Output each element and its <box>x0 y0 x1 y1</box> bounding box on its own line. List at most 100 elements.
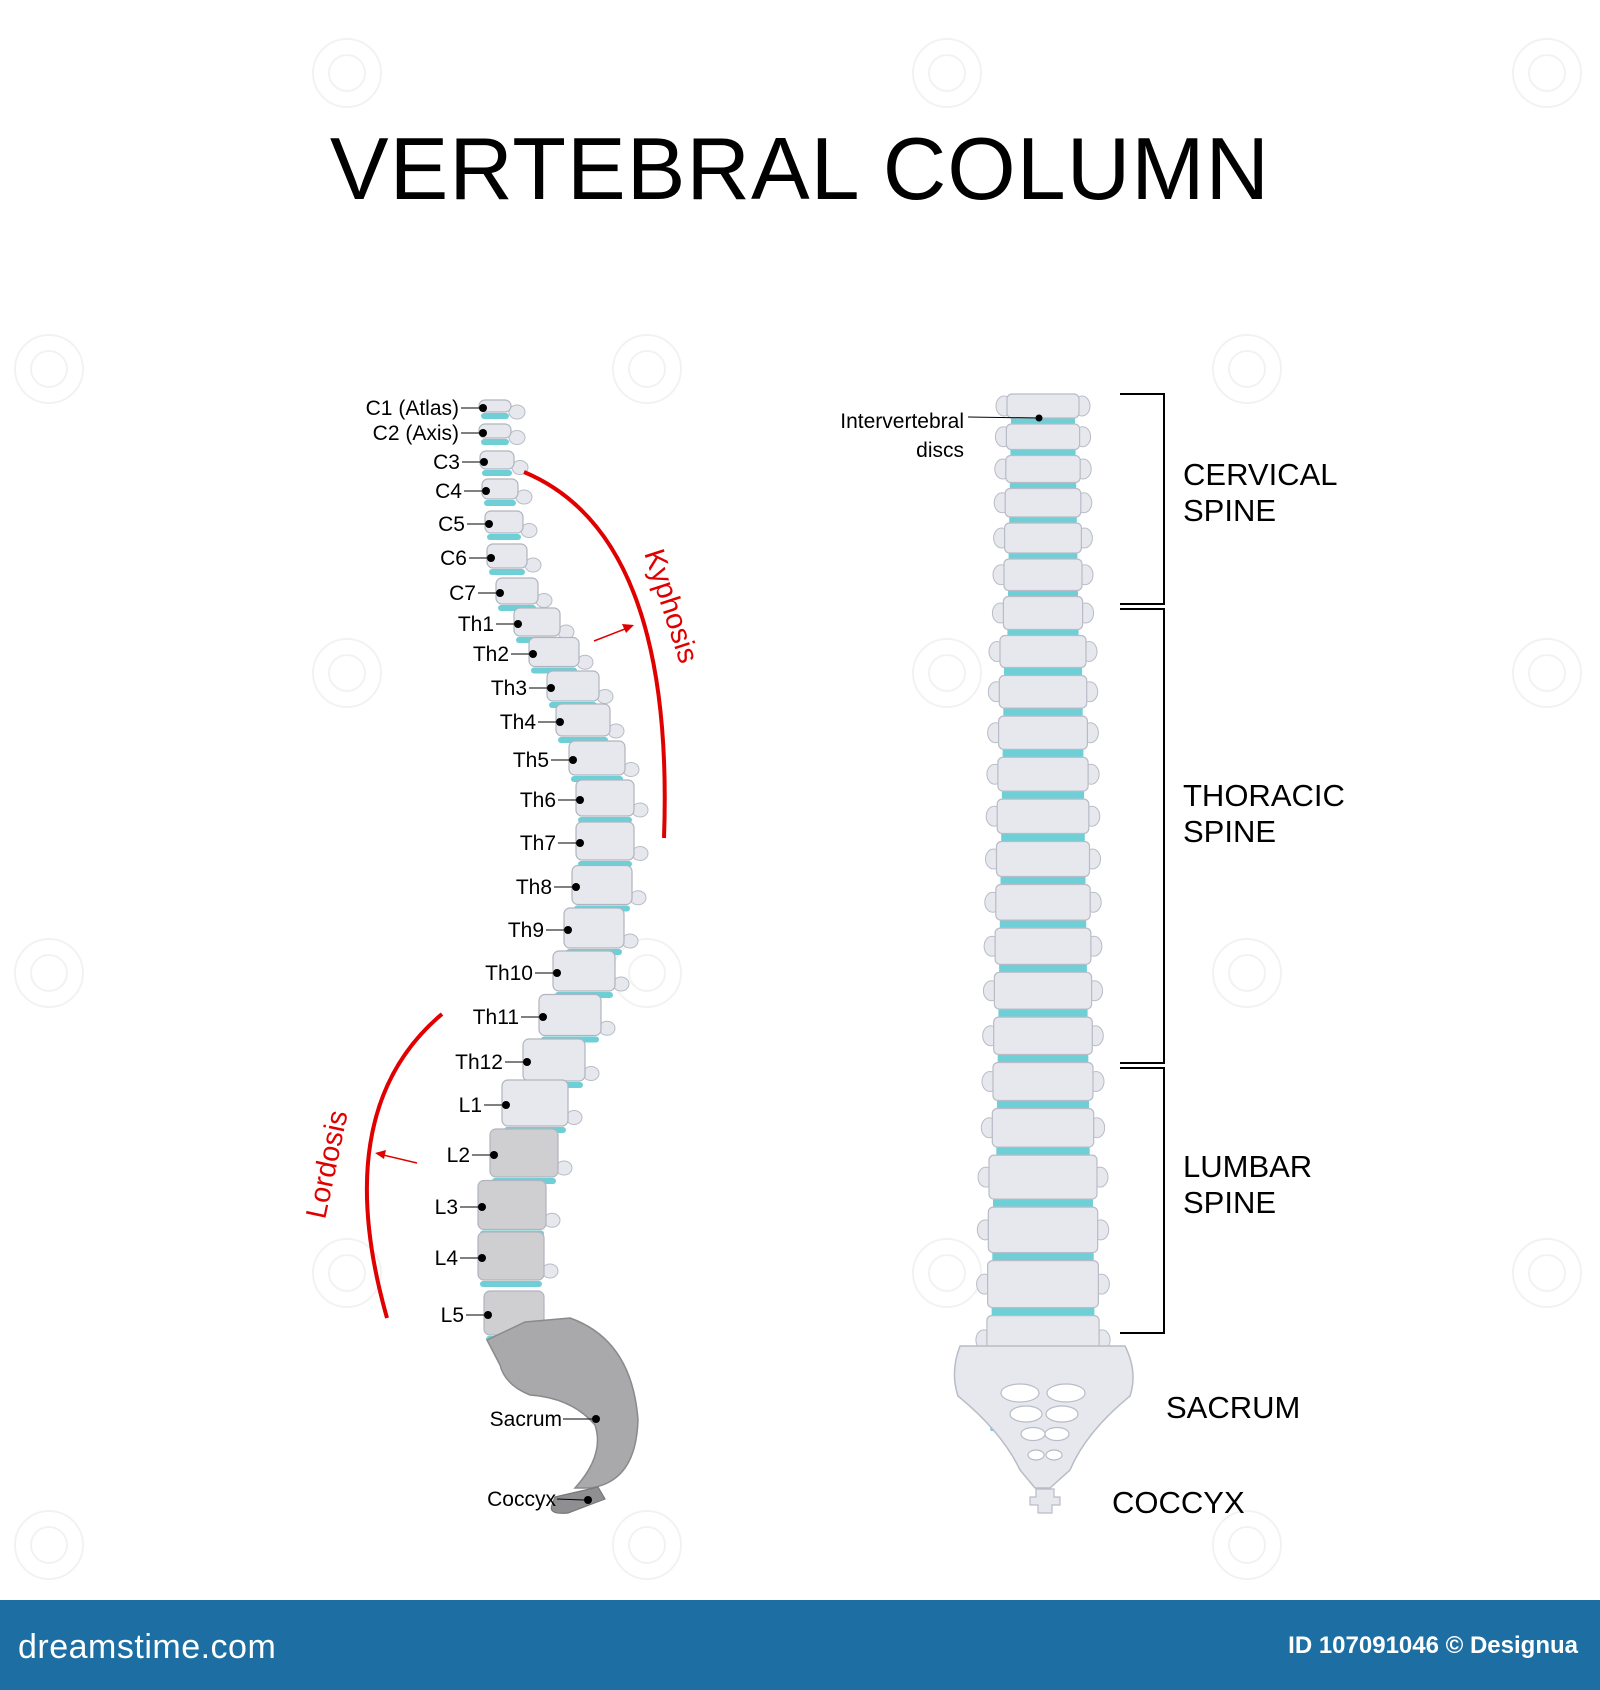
vertebra-label: C3 <box>433 451 460 474</box>
vertebra-marker <box>514 620 522 628</box>
sacral-foramen <box>1009 1405 1043 1423</box>
watermark-icon <box>912 1238 982 1308</box>
vertebra-body <box>568 740 626 776</box>
front-intervertebral-disc <box>1009 516 1077 524</box>
watermark-icon <box>1212 938 1282 1008</box>
vertebra-label: Th1 <box>458 613 494 636</box>
vertebra-label: C4 <box>435 480 462 503</box>
footer-brand[interactable]: dreamstime.com <box>18 1628 277 1666</box>
vertebra-marker <box>523 1058 531 1066</box>
intervertebral-disc <box>481 439 509 445</box>
vertebra-marker <box>547 684 555 692</box>
watermark-icon <box>912 638 982 708</box>
vertebra-body <box>546 670 600 702</box>
side-view-spine: C1 (Atlas)C2 (Axis)C3C4C5C6C7Th1Th2Th3Th… <box>366 397 649 1514</box>
front-intervertebral-disc <box>992 1251 1094 1262</box>
footer-bar: dreamstime.com ID 107091046 © Designua <box>0 1600 1600 1690</box>
vertebra-body <box>575 779 635 817</box>
vertebra-body <box>477 1231 545 1281</box>
vertebra-body <box>575 821 635 861</box>
front-vertebra-body <box>1006 393 1080 419</box>
vertebra-label: C6 <box>440 547 467 570</box>
front-intervertebral-disc <box>993 1198 1093 1209</box>
front-intervertebral-disc <box>1002 748 1084 759</box>
lumbar-bracket <box>1120 1067 1165 1334</box>
discs-label-line2: discs <box>916 439 964 462</box>
front-intervertebral-disc <box>997 1099 1089 1110</box>
kyphosis-arrow <box>593 626 631 642</box>
side-sacrum <box>485 1317 639 1489</box>
front-intervertebral-disc <box>998 1008 1088 1019</box>
front-intervertebral-disc <box>991 1306 1095 1317</box>
front-view-spine: Intervertebral discs CERVICAL SPINE THOR… <box>840 393 1345 1520</box>
vertebra-label: C7 <box>449 582 476 605</box>
vertebra-body <box>538 993 602 1037</box>
front-intervertebral-disc <box>1001 832 1085 843</box>
cervical-bracket <box>1120 393 1165 605</box>
front-vertebra-body <box>1002 595 1084 631</box>
sacral-foramen <box>1027 1449 1045 1461</box>
vertebra-label: Th3 <box>491 677 527 700</box>
front-vertebra-body <box>995 840 1091 878</box>
vertebra-body <box>481 478 519 500</box>
front-vertebra-body <box>1005 454 1081 484</box>
vertebra-label: Th7 <box>520 832 556 855</box>
vertebra-marker <box>569 756 577 764</box>
vertebra-body <box>501 1079 569 1127</box>
watermark-icon <box>1512 38 1582 108</box>
vertebra-label: L1 <box>459 1094 482 1117</box>
vertebra-marker <box>564 926 572 934</box>
vertebra-label: Th12 <box>455 1051 503 1074</box>
kyphosis-arc <box>523 470 667 839</box>
watermark-icon <box>1512 1238 1582 1308</box>
vertebra-label: L3 <box>435 1196 458 1219</box>
vertebra-marker <box>478 1203 486 1211</box>
coccyx-leader <box>556 1498 585 1501</box>
discs-label-line1: Intervertebral <box>840 410 964 433</box>
cervical-label-line1: CERVICAL <box>1183 457 1338 492</box>
vertebra-body <box>563 907 625 949</box>
intervertebral-disc <box>481 413 509 419</box>
vertebra-label: C1 (Atlas) <box>366 397 459 420</box>
vertebra-body <box>552 950 616 992</box>
watermark-icon <box>312 38 382 108</box>
vertebra-label: Th8 <box>516 876 552 899</box>
front-vertebra-body <box>996 798 1090 835</box>
front-vertebra-body <box>997 715 1088 750</box>
front-vertebra-body <box>999 634 1087 669</box>
vertebra-body <box>478 423 512 439</box>
cervical-label-line2: SPINE <box>1183 493 1276 528</box>
vertebra-label: L2 <box>447 1144 470 1167</box>
spine-diagram: C1 (Atlas)C2 (Axis)C3C4C5C6C7Th1Th2Th3Th… <box>301 393 1345 1520</box>
watermark-icon <box>14 938 84 1008</box>
thoracic-label-line2: SPINE <box>1183 814 1276 849</box>
vertebra-marker <box>478 1254 486 1262</box>
sacrum-front-label: SACRUM <box>1166 1390 1300 1425</box>
front-intervertebral-disc <box>1001 790 1085 801</box>
vertebra-marker <box>496 589 504 597</box>
vertebra-marker <box>529 650 537 658</box>
vertebra-body <box>522 1038 586 1082</box>
front-vertebra-body <box>991 1107 1095 1148</box>
lordosis-label: Lordosis <box>301 1108 355 1222</box>
lordosis-arc <box>364 1012 444 1319</box>
sacral-foramen <box>1045 1449 1063 1461</box>
vertebra-marker <box>484 1311 492 1319</box>
vertebra-body <box>484 510 524 534</box>
watermark-icon <box>312 1238 382 1308</box>
watermark-icon <box>1512 638 1582 708</box>
sacral-foramen <box>1000 1383 1040 1403</box>
front-vertebra-body <box>986 1259 1099 1309</box>
vertebra-marker <box>482 487 490 495</box>
front-vertebra-body <box>992 1061 1094 1102</box>
footer-image-id: ID 107091046 © Designua <box>1288 1632 1578 1659</box>
vertebra-marker <box>576 796 584 804</box>
sacral-foramen <box>1044 1426 1070 1442</box>
front-intervertebral-disc <box>1008 589 1078 598</box>
coccyx-front-label: COCCYX <box>1112 1485 1245 1520</box>
sacral-foramen <box>1046 1383 1086 1403</box>
front-intervertebral-disc <box>1009 481 1077 490</box>
discs-marker <box>1035 414 1043 422</box>
vertebra-body <box>528 636 580 668</box>
lordosis-arrow <box>378 1153 418 1164</box>
